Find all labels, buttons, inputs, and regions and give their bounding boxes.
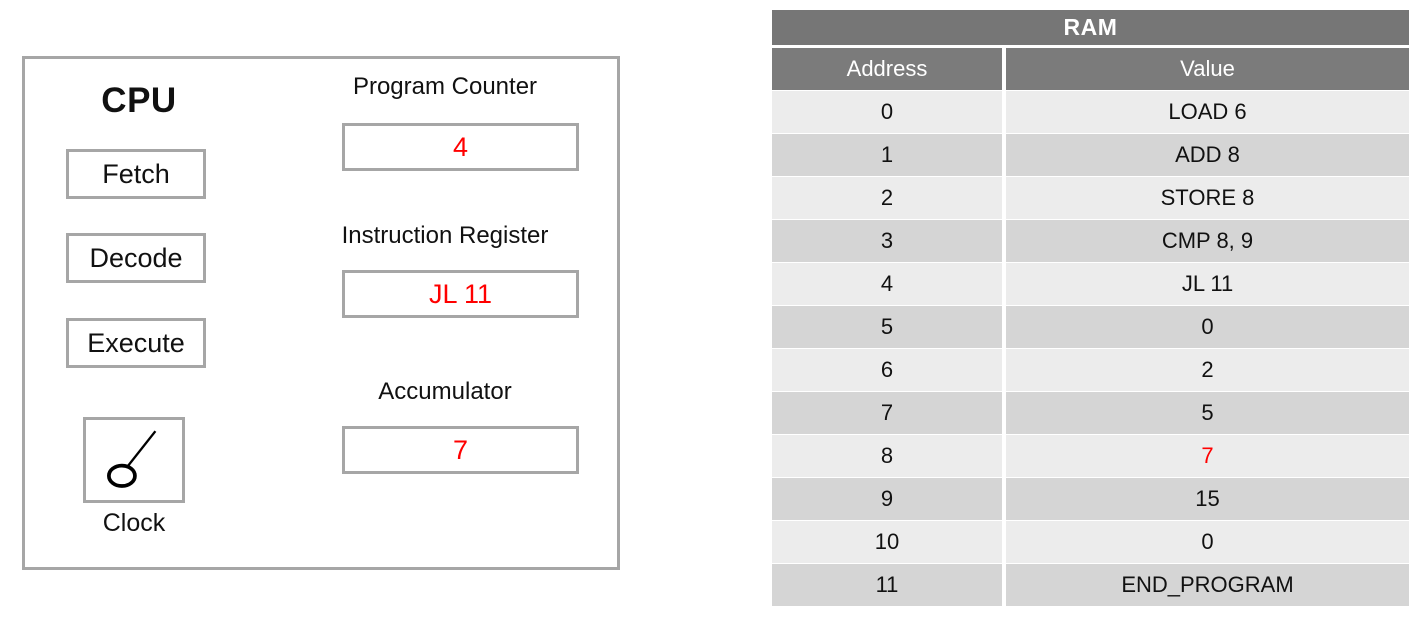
ram-column-header-address: Address xyxy=(772,48,1002,90)
ram-cell-value: END_PROGRAM xyxy=(1006,564,1409,606)
ram-cell-value: LOAD 6 xyxy=(1006,91,1409,133)
ram-cell-address: 7 xyxy=(772,392,1002,434)
program-counter-value[interactable]: 4 xyxy=(342,123,579,171)
ram-cell-value: CMP 8, 9 xyxy=(1006,220,1409,262)
cpu-panel: CPU Fetch Decode Execute Clock Program C… xyxy=(22,56,620,570)
cpu-stage-fetch-label: Fetch xyxy=(102,158,170,189)
ram-cell-address: 0 xyxy=(772,91,1002,133)
instruction-register-label: Instruction Register xyxy=(341,222,549,249)
clock-label: Clock xyxy=(102,509,166,537)
cpu-stage-decode[interactable]: Decode xyxy=(66,233,206,283)
ram-cell-value: 0 xyxy=(1006,521,1409,563)
program-counter-label: Program Counter xyxy=(352,73,538,100)
clock-hand-icon xyxy=(107,430,157,488)
ram-cell-value: STORE 8 xyxy=(1006,177,1409,219)
ram-cell-address: 11 xyxy=(772,564,1002,606)
ram-cell-address: 2 xyxy=(772,177,1002,219)
ram-cell-address: 1 xyxy=(772,134,1002,176)
ram-column-header-value: Value xyxy=(1006,48,1409,90)
ram-cell-value: 0 xyxy=(1006,306,1409,348)
ram-cell-address: 4 xyxy=(772,263,1002,305)
ram-cell-address: 6 xyxy=(772,349,1002,391)
ram-cell-value: ADD 8 xyxy=(1006,134,1409,176)
cpu-title: CPU xyxy=(101,81,177,120)
ram-cell-address: 5 xyxy=(772,306,1002,348)
accumulator-value[interactable]: 7 xyxy=(342,426,579,474)
ram-cell-address: 3 xyxy=(772,220,1002,262)
ram-cell-value: JL 11 xyxy=(1006,263,1409,305)
cpu-stage-execute[interactable]: Execute xyxy=(66,318,206,368)
clock-icon-box[interactable] xyxy=(83,417,185,503)
ram-cell-value: 2 xyxy=(1006,349,1409,391)
cpu-stage-fetch[interactable]: Fetch xyxy=(66,149,206,199)
ram-cell-address: 8 xyxy=(772,435,1002,477)
instruction-register-value[interactable]: JL 11 xyxy=(342,270,579,318)
ram-title: RAM xyxy=(772,10,1409,45)
accumulator-label: Accumulator xyxy=(378,378,512,405)
ram-cell-value: 7 xyxy=(1006,435,1409,477)
ram-cell-value: 15 xyxy=(1006,478,1409,520)
program-counter-value-text: 4 xyxy=(452,131,469,162)
ram-table-header-row: Address Value xyxy=(772,48,1409,90)
instruction-register-value-text: JL 11 xyxy=(428,278,493,309)
ram-cell-address: 9 xyxy=(772,478,1002,520)
cpu-stage-execute-label: Execute xyxy=(87,327,185,358)
cpu-stage-decode-label: Decode xyxy=(89,242,183,273)
ram-cell-value: 5 xyxy=(1006,392,1409,434)
accumulator-value-text: 7 xyxy=(452,434,469,465)
ram-cell-address: 10 xyxy=(772,521,1002,563)
